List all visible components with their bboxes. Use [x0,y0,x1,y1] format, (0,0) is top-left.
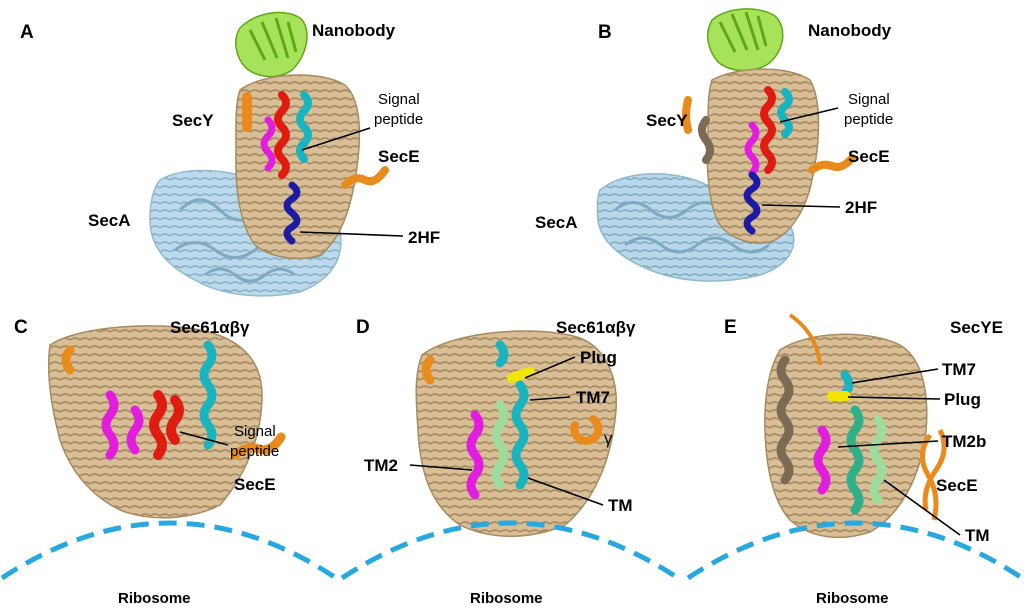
panel-d-plug-label: Plug [580,348,617,367]
panel-a-signal-label-2: peptide [374,111,423,128]
panel-c-ribosome-surface [0,520,338,581]
panel-a-2hf-pointer [299,231,404,237]
panel-d-tm2-pointer [409,464,473,471]
panel-d-tm-pointer [527,477,604,506]
panel-b-signal-label-2: peptide [844,111,893,128]
panel-b-seca-structure [596,173,795,282]
panel-c-signal-pointer [179,431,229,446]
panel-d-tm7-pointer [529,396,571,401]
panel-c: C Sec61αβγ Signal peptide SecE Ribosome [0,317,338,607]
panel-a-nanobody-label: Nanobody [312,21,396,40]
panel-a-sece-label: SecE [378,147,420,166]
panel-e-tm2b-label: TM2b [942,432,986,451]
panel-a-letter: A [20,22,34,43]
panel-e-letter: E [724,317,737,338]
panel-a-secy-label: SecY [172,111,214,130]
panel-e-tm7-label: TM7 [942,360,976,379]
panel-e-ribosome-surface [686,520,1024,581]
panel-b-signal-label-1: Signal [848,91,890,108]
panel-c-letter: C [14,317,28,338]
panel-d-title: Sec61αβγ [556,318,636,337]
panel-d-gamma-label: γ [604,429,613,448]
panel-b-nanobody-structure [706,8,784,72]
panel-a-2hf-label: 2HF [408,228,440,247]
panel-c-channel-structure [47,325,286,519]
panel-b-2hf-pointer [761,204,841,208]
panel-b-sece-label: SecE [848,147,890,166]
panel-d-plug-pointer [524,356,576,379]
panel-e-ribosome-label: Ribosome [816,590,889,607]
panel-a-signal-label-1: Signal [378,91,420,108]
panel-e-plug-pointer [847,396,941,400]
panel-a-nanobody-structure [234,11,308,78]
panel-d-ribosome-label: Ribosome [470,590,543,607]
panel-b-secy-structure [682,68,856,244]
panel-b-letter: B [598,22,612,43]
panel-c-title: Sec61αβγ [170,318,250,337]
panel-d-channel-structure [415,330,617,537]
panel-b-signal-pointer [779,107,839,123]
panel-d: D Sec61αβγ Plug TM7 TM2 γ TM Ribosome [340,317,680,607]
panel-d-tm7-label: TM7 [576,388,610,407]
panel-e-tm-label: TM [965,526,990,545]
panel-e: E SecYE TM7 Plug TM2b SecE TM Ribosome [686,313,1024,607]
panel-c-ribosome-label: Ribosome [118,590,191,607]
panel-b-seca-label: SecA [535,213,578,232]
panel-c-signal-label-1: Signal [234,423,276,440]
panel-e-sece-label: SecE [936,476,978,495]
panel-e-tm7-pointer [851,368,939,384]
panel-c-sece-label: SecE [234,475,276,494]
panel-c-signal-label-2: peptide [230,443,279,460]
panel-a-signal-pointer [301,127,371,151]
panel-e-title: SecYE [950,318,1003,337]
panel-d-tm2-label: TM2 [364,456,398,475]
panel-e-plug-label: Plug [944,390,981,409]
panel-b-nanobody-label: Nanobody [808,21,892,40]
panel-d-letter: D [356,317,370,338]
panel-b-secy-label: SecY [646,111,688,130]
panel-b: B Nanobody SecY Signal peptide SecE SecA… [535,8,893,282]
panel-b-2hf-label: 2HF [845,198,877,217]
panel-e-tm-pointer [883,479,961,536]
panel-a-seca-label: SecA [88,211,131,230]
panel-d-ribosome-surface [340,520,680,581]
panel-a: A Nanobody SecY [20,11,440,297]
panel-e-tm2b-pointer [837,440,939,448]
panel-d-tm-label: TM [608,496,633,515]
panel-a-secy-structure [235,74,389,260]
panel-e-channel-structure [764,313,947,539]
